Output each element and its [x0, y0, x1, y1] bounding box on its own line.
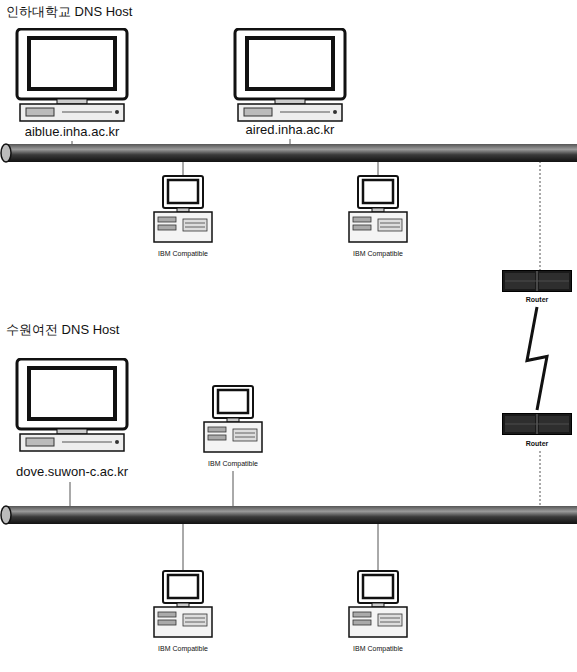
monitor-icon: [17, 29, 127, 121]
device-caption: Router: [524, 296, 551, 304]
device-caption: Router: [524, 440, 551, 448]
network-bus: [1, 506, 577, 524]
server-node: aiblue.inha.ac.kr: [12, 28, 132, 140]
server-node: dove.suwon-c.ac.kr: [5, 358, 139, 480]
device-caption: aiblue.inha.ac.kr: [23, 125, 122, 140]
router-node: Router: [500, 413, 574, 448]
device-caption: IBM Compatible: [156, 645, 210, 653]
pc-node: IBM Compatible: [143, 570, 223, 653]
router-icon: [503, 414, 572, 435]
pc-node: IBM Compatible: [143, 175, 223, 258]
site-title: 인하대학교 DNS Host: [4, 3, 134, 21]
server-node: aired.inha.ac.kr: [230, 28, 350, 138]
device-caption: IBM Compatible: [156, 250, 210, 258]
device-caption: IBM Compatible: [206, 460, 260, 468]
pc-node: IBM Compatible: [193, 385, 273, 468]
monitor-icon: [235, 29, 345, 121]
router-node: Router: [500, 270, 574, 304]
pc-icon: [349, 176, 407, 242]
pc-node: IBM Compatible: [338, 175, 418, 258]
pc-icon: [349, 571, 407, 637]
router-icon: [503, 271, 572, 292]
device-caption: dove.suwon-c.ac.kr: [14, 465, 130, 480]
device-caption: IBM Compatible: [351, 250, 405, 258]
device-caption: aired.inha.ac.kr: [244, 123, 337, 138]
wireless-link: [527, 307, 547, 410]
pc-icon: [204, 386, 262, 452]
site-title: 수원여전 DNS Host: [4, 321, 121, 339]
monitor-icon: [17, 359, 127, 451]
device-caption: IBM Compatible: [351, 645, 405, 653]
network-bus: [1, 144, 577, 162]
pc-icon: [154, 571, 212, 637]
pc-node: IBM Compatible: [338, 570, 418, 653]
pc-icon: [154, 176, 212, 242]
